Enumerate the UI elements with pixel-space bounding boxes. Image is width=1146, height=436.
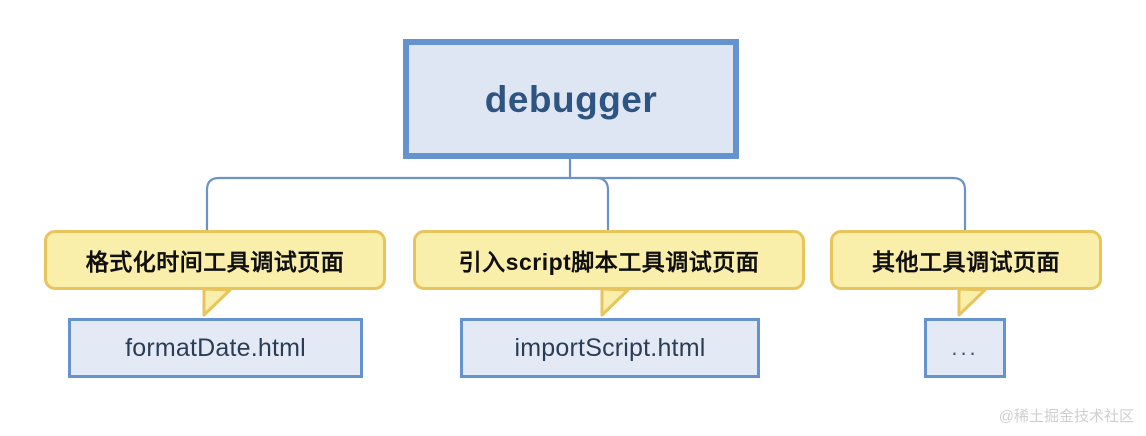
leaf-node-importscript-label: importScript.html <box>514 333 706 362</box>
leaf-node-other[interactable]: ... <box>924 318 1006 378</box>
watermark-text: @稀土掘金技术社区 <box>998 408 1134 425</box>
bubble-node-3-label: 其他工具调试页面 <box>872 249 1060 275</box>
root-node-label: debugger <box>484 78 658 120</box>
bubble-node-2[interactable]: 引入script脚本工具调试页面 <box>413 230 805 290</box>
bubble-tail-3 <box>957 288 987 317</box>
leaf-node-importscript[interactable]: importScript.html <box>460 318 760 378</box>
bubble-node-1[interactable]: 格式化时间工具调试页面 <box>44 230 386 290</box>
bubble-node-1-label: 格式化时间工具调试页面 <box>85 249 345 275</box>
leaf-node-formatdate[interactable]: formatDate.html <box>68 318 363 378</box>
root-node-debugger[interactable]: debugger <box>403 39 739 159</box>
leaf-node-formatdate-label: formatDate.html <box>125 333 306 362</box>
bubble-tail-1 <box>202 288 232 317</box>
bubble-node-2-label: 引入script脚本工具调试页面 <box>458 249 760 275</box>
bubble-node-3[interactable]: 其他工具调试页面 <box>830 230 1102 290</box>
leaf-node-other-label: ... <box>951 335 979 360</box>
bubble-tail-2 <box>600 288 630 317</box>
